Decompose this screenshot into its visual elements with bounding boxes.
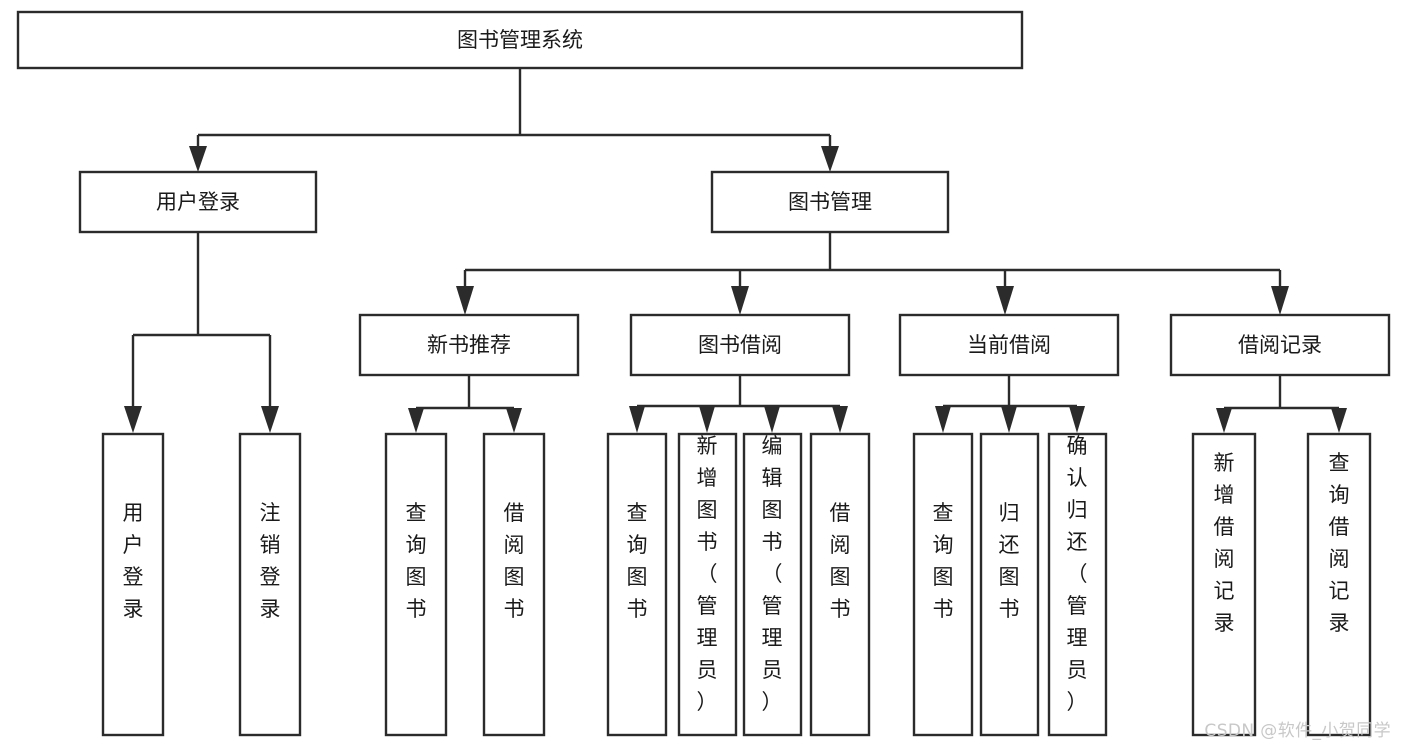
leaf-node[interactable]: 归还图书 xyxy=(979,432,1040,737)
leaf-node[interactable]: 注销登录 xyxy=(238,432,302,737)
arrowhead-root-to-user-login xyxy=(189,146,207,172)
leaf-node[interactable]: 用户登录 xyxy=(101,432,165,737)
borrow-record-box[interactable] xyxy=(1169,313,1391,377)
arrowhead-book-borrow xyxy=(731,286,749,315)
root-label: 图书管理系统 xyxy=(457,28,583,52)
arrowhead-new-book-recommend xyxy=(456,286,474,315)
arrowhead-leaf-add-record xyxy=(1216,408,1232,433)
leaf-query-book-1-label: 查询图书 xyxy=(406,501,427,621)
leaf-confirm-return-box[interactable] xyxy=(1047,432,1108,737)
arrowhead-leaf-return-book xyxy=(1001,406,1017,433)
arrowhead-leaf-confirm-return xyxy=(1069,406,1085,433)
arrowhead-leaf-user-login xyxy=(124,406,142,433)
leaf-query-book-1-box[interactable] xyxy=(384,432,448,737)
arrowhead-leaf-query-book-3 xyxy=(935,406,951,433)
node-borrow-record[interactable]: 借阅记录 xyxy=(1169,313,1391,377)
arrowhead-current-borrow xyxy=(996,286,1014,315)
leaf-add-record-label: 新增借阅记录 xyxy=(1214,451,1235,635)
arrowhead-leaf-edit-book xyxy=(764,406,780,433)
arrowhead-root-to-book-management xyxy=(821,146,839,172)
leaf-confirm-return-label: 确认归还（管理员） xyxy=(1067,434,1088,714)
root-box[interactable] xyxy=(16,10,1024,70)
node-book-borrow[interactable]: 图书借阅 xyxy=(629,313,851,377)
leaf-add-book-box[interactable] xyxy=(677,432,738,737)
node-user-login[interactable]: 用户登录 xyxy=(78,170,318,234)
leaf-user-logout-label: 注销登录 xyxy=(260,501,281,621)
user-login-label: 用户登录 xyxy=(156,190,240,214)
book-borrow-box[interactable] xyxy=(629,313,851,377)
leaf-query-book-3-label: 查询图书 xyxy=(933,501,954,621)
leaf-node[interactable]: 新增图书（管理员） xyxy=(677,432,738,737)
leaf-query-book-3-box[interactable] xyxy=(912,432,974,737)
leaf-node[interactable]: 编辑图书（管理员） xyxy=(742,432,803,737)
leaf-node[interactable]: 确认归还（管理员） xyxy=(1047,432,1108,737)
arrowhead-leaf-add-book xyxy=(699,406,715,433)
book-management-label: 图书管理 xyxy=(788,190,872,214)
leaf-query-record-label: 查询借阅记录 xyxy=(1329,451,1350,635)
leaf-node[interactable]: 查询图书 xyxy=(606,432,668,737)
leaf-borrow-book-2-label: 借阅图书 xyxy=(830,501,851,621)
leaf-user-logout-box[interactable] xyxy=(238,432,302,737)
leaf-query-book-2-label: 查询图书 xyxy=(627,501,648,621)
connector-layer xyxy=(124,68,1347,433)
arrowhead-leaf-borrow-book-2 xyxy=(832,406,848,433)
leaf-add-book-label: 新增图书（管理员） xyxy=(697,434,718,714)
leaf-borrow-book-1-label: 借阅图书 xyxy=(504,501,525,621)
node-current-borrow[interactable]: 当前借阅 xyxy=(898,313,1120,377)
leaf-add-record-box[interactable] xyxy=(1191,432,1257,737)
arrowhead-borrow-record xyxy=(1271,286,1289,315)
leaf-borrow-book-1-box[interactable] xyxy=(482,432,546,737)
leaf-node[interactable]: 查询图书 xyxy=(912,432,974,737)
leaf-edit-book-label: 编辑图书（管理员） xyxy=(762,434,783,714)
arrowhead-leaf-query-book-2 xyxy=(629,406,645,433)
current-borrow-box[interactable] xyxy=(898,313,1120,377)
node-book-management[interactable]: 图书管理 xyxy=(710,170,950,234)
leaf-node[interactable]: 借阅图书 xyxy=(482,432,546,737)
csdn-watermark: CSDN @软件_小贺同学 xyxy=(1204,721,1391,741)
arrowhead-leaf-user-logout xyxy=(261,406,279,433)
new-book-recommend-label: 新书推荐 xyxy=(427,333,511,357)
arrowhead-leaf-query-record xyxy=(1331,408,1347,433)
leaf-user-login-label: 用户登录 xyxy=(123,501,144,621)
arrowhead-leaf-query-book-1 xyxy=(408,408,424,433)
leaf-node[interactable]: 借阅图书 xyxy=(809,432,871,737)
leaf-node[interactable]: 查询借阅记录 xyxy=(1306,432,1372,737)
leaf-user-login-box[interactable] xyxy=(101,432,165,737)
leaf-query-book-2-box[interactable] xyxy=(606,432,668,737)
leaf-return-book-label: 归还图书 xyxy=(999,501,1020,621)
leaf-node[interactable]: 查询图书 xyxy=(384,432,448,737)
borrow-record-label: 借阅记录 xyxy=(1238,333,1322,357)
arrowhead-leaf-borrow-book-1 xyxy=(506,408,522,433)
leaf-return-book-box[interactable] xyxy=(979,432,1040,737)
node-root[interactable]: 图书管理系统 xyxy=(16,10,1024,70)
node-new-book-recommend[interactable]: 新书推荐 xyxy=(358,313,580,377)
leaf-borrow-book-2-box[interactable] xyxy=(809,432,871,737)
leaf-edit-book-box[interactable] xyxy=(742,432,803,737)
user-login-box[interactable] xyxy=(78,170,318,234)
new-book-recommend-box[interactable] xyxy=(358,313,580,377)
current-borrow-label: 当前借阅 xyxy=(967,333,1051,357)
book-borrow-label: 图书借阅 xyxy=(698,333,782,357)
leaf-node[interactable]: 新增借阅记录 xyxy=(1191,432,1257,737)
book-management-box[interactable] xyxy=(710,170,950,234)
leaf-query-record-box[interactable] xyxy=(1306,432,1372,737)
